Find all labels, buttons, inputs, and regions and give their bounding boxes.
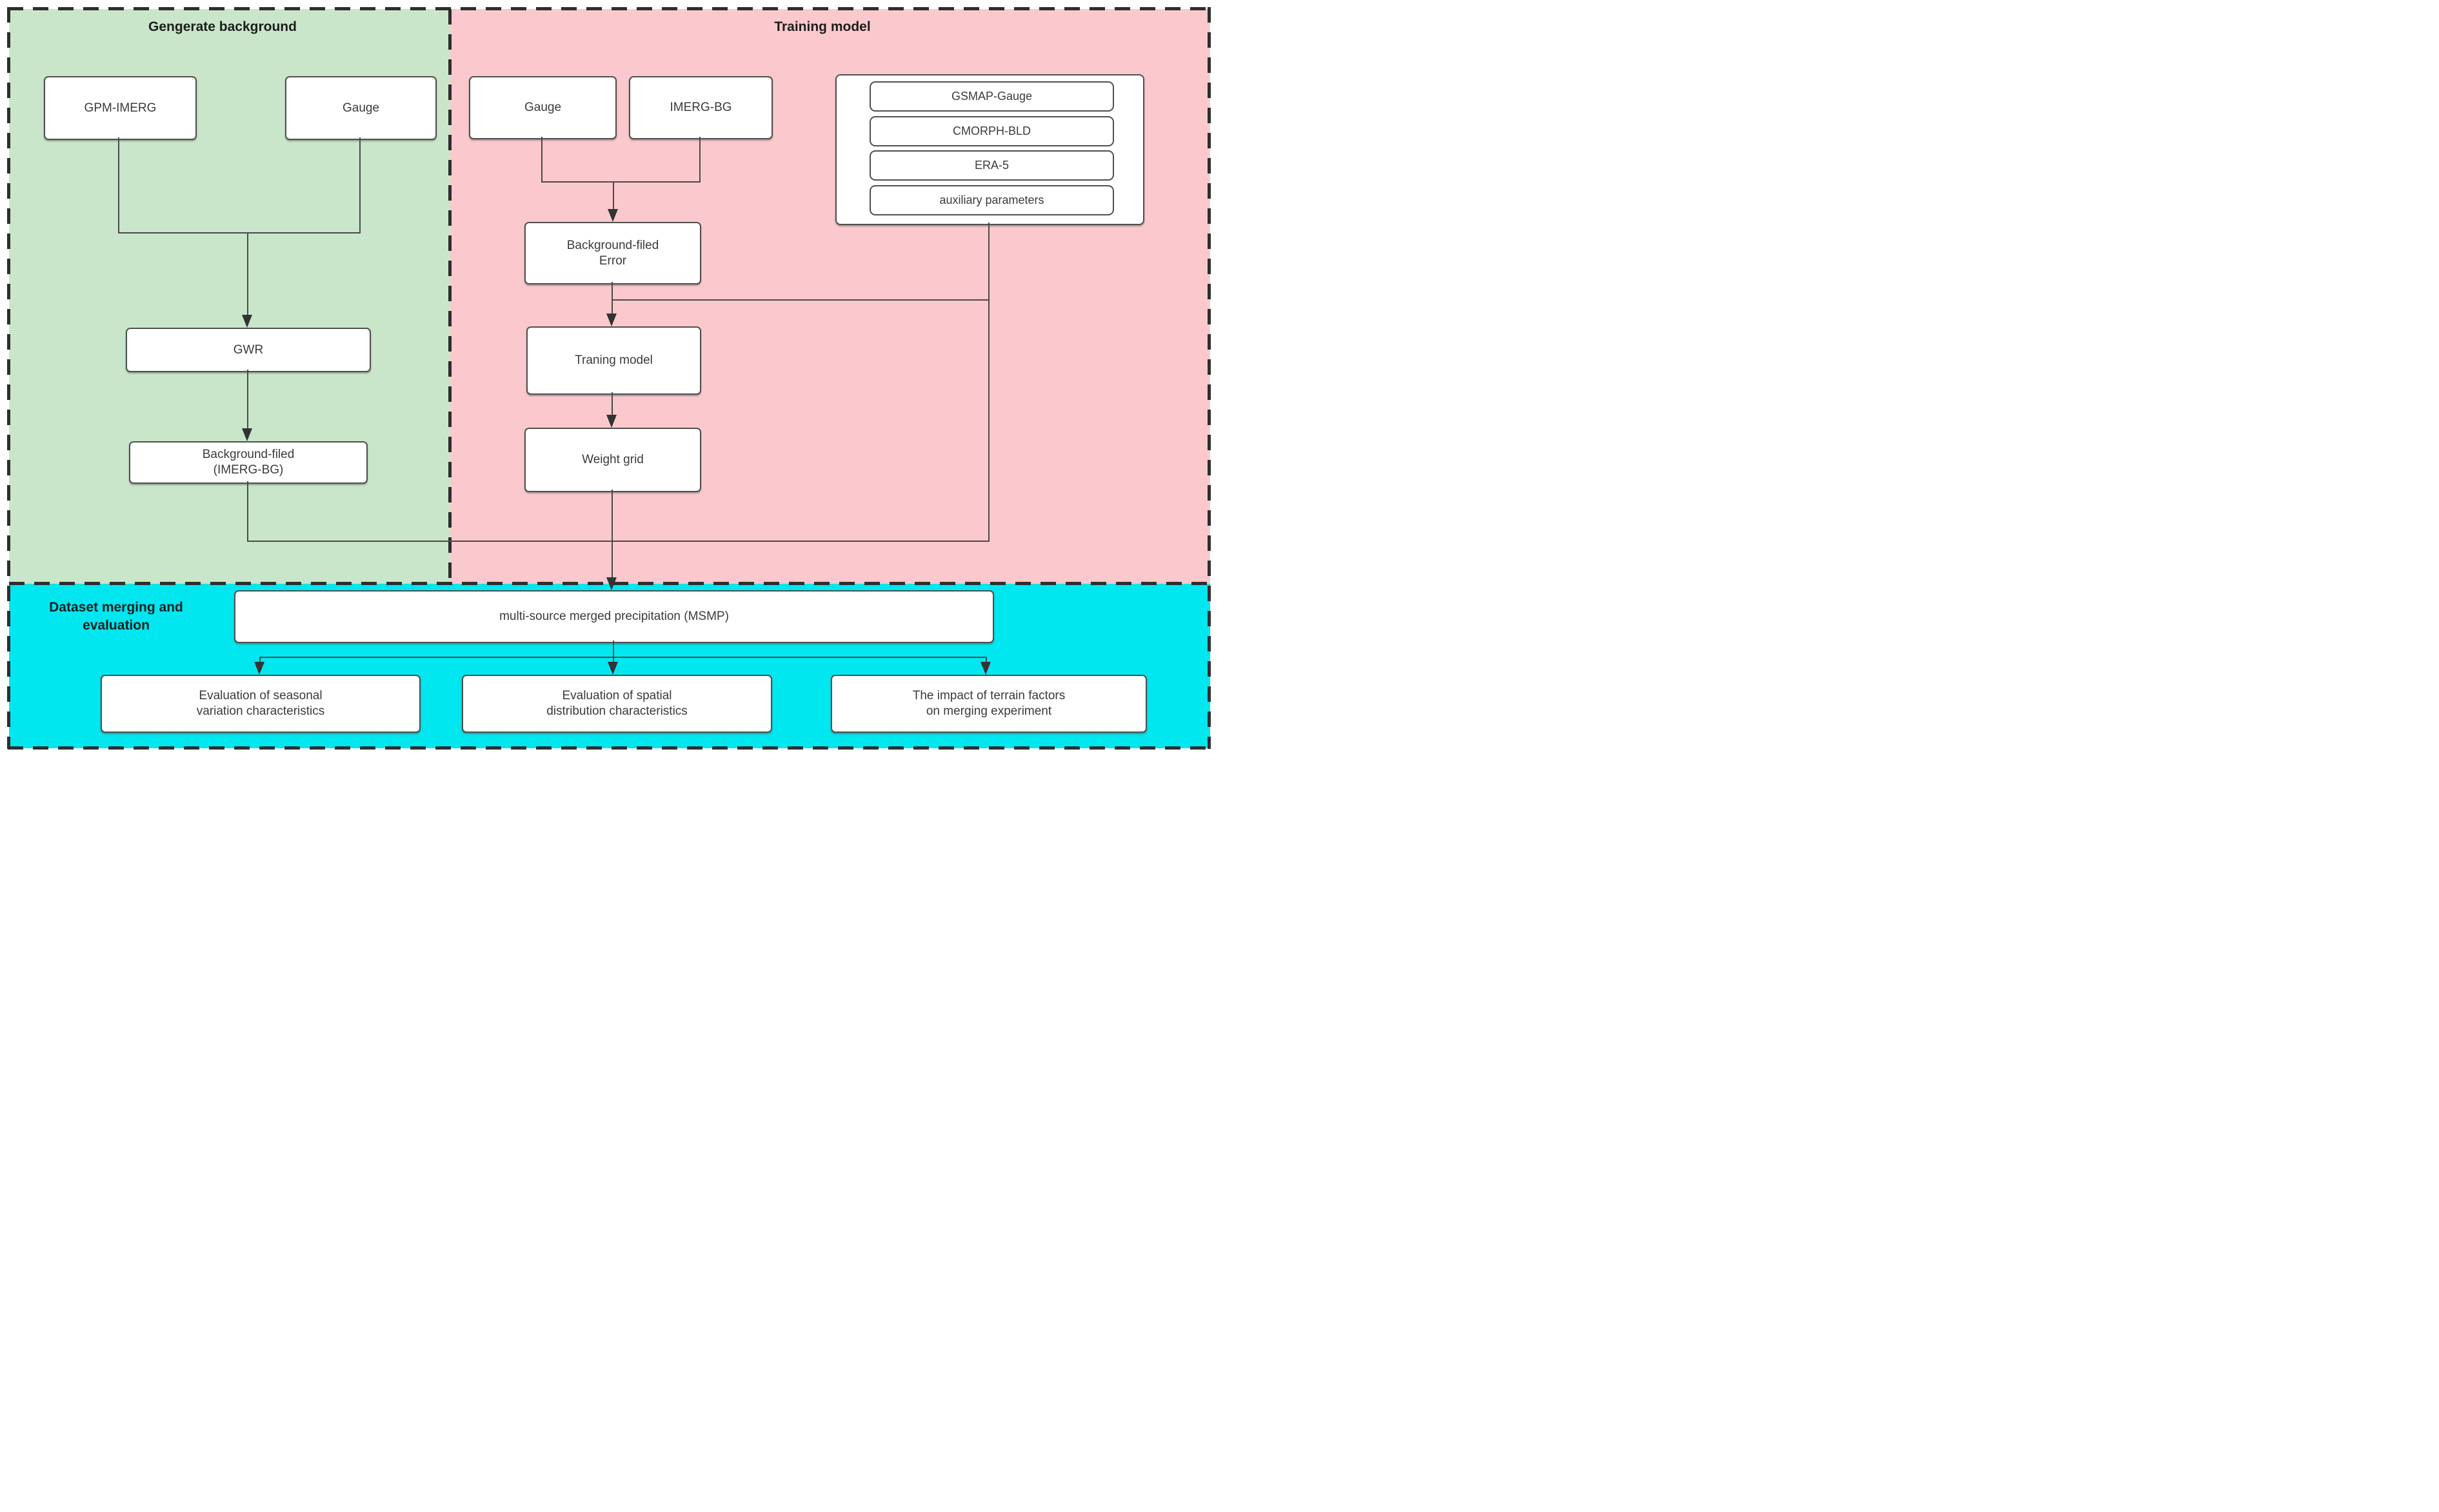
node-label: auxiliary parameters: [939, 194, 1044, 206]
node-label: Weight grid: [582, 453, 644, 466]
node-label: distribution characteristics: [546, 704, 688, 718]
node-traning-model: Traning model: [526, 326, 701, 395]
node-gauge-pink: Gauge: [469, 76, 617, 139]
section-title-training-model: Training model: [748, 18, 897, 36]
connector: [247, 481, 248, 542]
node-label: multi-source merged precipitation (MSMP): [499, 610, 729, 623]
outer-border-right: [1208, 7, 1211, 749]
arrowhead: [606, 313, 617, 326]
connector: [986, 657, 987, 664]
node-label: (IMERG-BG): [213, 463, 284, 477]
node-auxiliary-parameters: auxiliary parameters: [870, 185, 1114, 215]
connector: [259, 657, 986, 658]
node-label: on merging experiment: [926, 704, 1052, 718]
connector: [247, 232, 248, 316]
connector: [612, 282, 613, 301]
connector: [259, 657, 261, 664]
node-eval-spatial: Evaluation of spatial distribution chara…: [462, 675, 772, 733]
connector: [118, 137, 119, 232]
title-line: and evaluation: [83, 600, 183, 633]
connector: [247, 370, 248, 430]
title-line: Dataset merging: [49, 600, 155, 615]
arrowhead: [608, 209, 618, 222]
node-label: Background-filed: [566, 238, 659, 252]
connector: [613, 657, 614, 664]
connector: [612, 299, 990, 301]
node-gwr: GWR: [126, 328, 371, 372]
arrowhead: [254, 662, 264, 675]
title-line: Gengerate: [148, 19, 215, 34]
node-label: Evaluation of seasonal: [199, 689, 323, 702]
connector: [541, 181, 701, 183]
connector: [612, 392, 613, 416]
outer-border-left: [7, 7, 10, 749]
outer-border-bottom: [8, 746, 1210, 750]
node-label: CMORPH-BLD: [952, 124, 1031, 137]
connector: [359, 137, 361, 232]
node-label: GWR: [233, 343, 264, 357]
node-gpm-imerg: GPM-IMERG: [44, 76, 197, 140]
connector: [613, 181, 614, 210]
node-label: IMERG-BG: [670, 101, 732, 114]
node-label: Background-filed: [202, 448, 295, 461]
arrowhead: [606, 415, 617, 428]
node-background-filed-imerg-bg: Background-filed (IMERG-BG): [129, 441, 368, 484]
node-label: variation characteristics: [196, 704, 325, 718]
node-label: Evaluation of spatial: [562, 689, 672, 702]
node-label: Gauge: [342, 101, 380, 115]
node-label: ERA-5: [974, 159, 1009, 172]
arrowhead: [242, 315, 252, 328]
flowchart-diagram: Gengerate background Training model Data…: [0, 0, 1219, 756]
section-title-dataset-merging: Dataset merging and evaluation: [35, 599, 197, 635]
connector: [612, 301, 613, 315]
connector: [118, 232, 361, 234]
divider-green-pink: [448, 9, 452, 584]
connector: [247, 541, 990, 542]
title-line: model: [830, 19, 871, 34]
node-label: Traning model: [575, 353, 653, 367]
arrowhead: [606, 577, 617, 590]
node-label: Gauge: [524, 101, 562, 114]
node-weight-grid: Weight grid: [524, 428, 701, 492]
outer-border-top: [8, 7, 1210, 10]
node-gsmap-gauge: GSMAP-Gauge: [870, 81, 1114, 112]
connector: [612, 490, 613, 579]
node-msmp: multi-source merged precipitation (MSMP): [234, 590, 994, 643]
node-label: GPM-IMERG: [84, 101, 157, 115]
node-imerg-bg: IMERG-BG: [629, 76, 773, 139]
node-era-5: ERA-5: [870, 150, 1114, 181]
title-line: Training: [774, 19, 827, 34]
node-gauge-green: Gauge: [285, 76, 437, 140]
connector: [699, 137, 701, 181]
connector: [613, 641, 614, 658]
node-label: The impact of terrain factors: [912, 689, 1066, 702]
node-label: GSMAP-Gauge: [951, 90, 1033, 103]
arrowhead: [242, 428, 252, 441]
node-label: Error: [599, 254, 627, 268]
section-title-generate-background: Gengerate background: [148, 18, 297, 36]
node-cmorph-bld: CMORPH-BLD: [870, 116, 1114, 146]
arrowhead: [981, 662, 991, 675]
node-eval-seasonal: Evaluation of seasonal variation charact…: [101, 675, 421, 733]
node-background-filed-error: Background-filed Error: [524, 222, 701, 284]
title-line: background: [219, 19, 297, 34]
connector: [541, 137, 543, 181]
arrowhead: [608, 662, 618, 675]
connector: [988, 223, 990, 542]
node-eval-terrain: The impact of terrain factors on merging…: [831, 675, 1147, 733]
